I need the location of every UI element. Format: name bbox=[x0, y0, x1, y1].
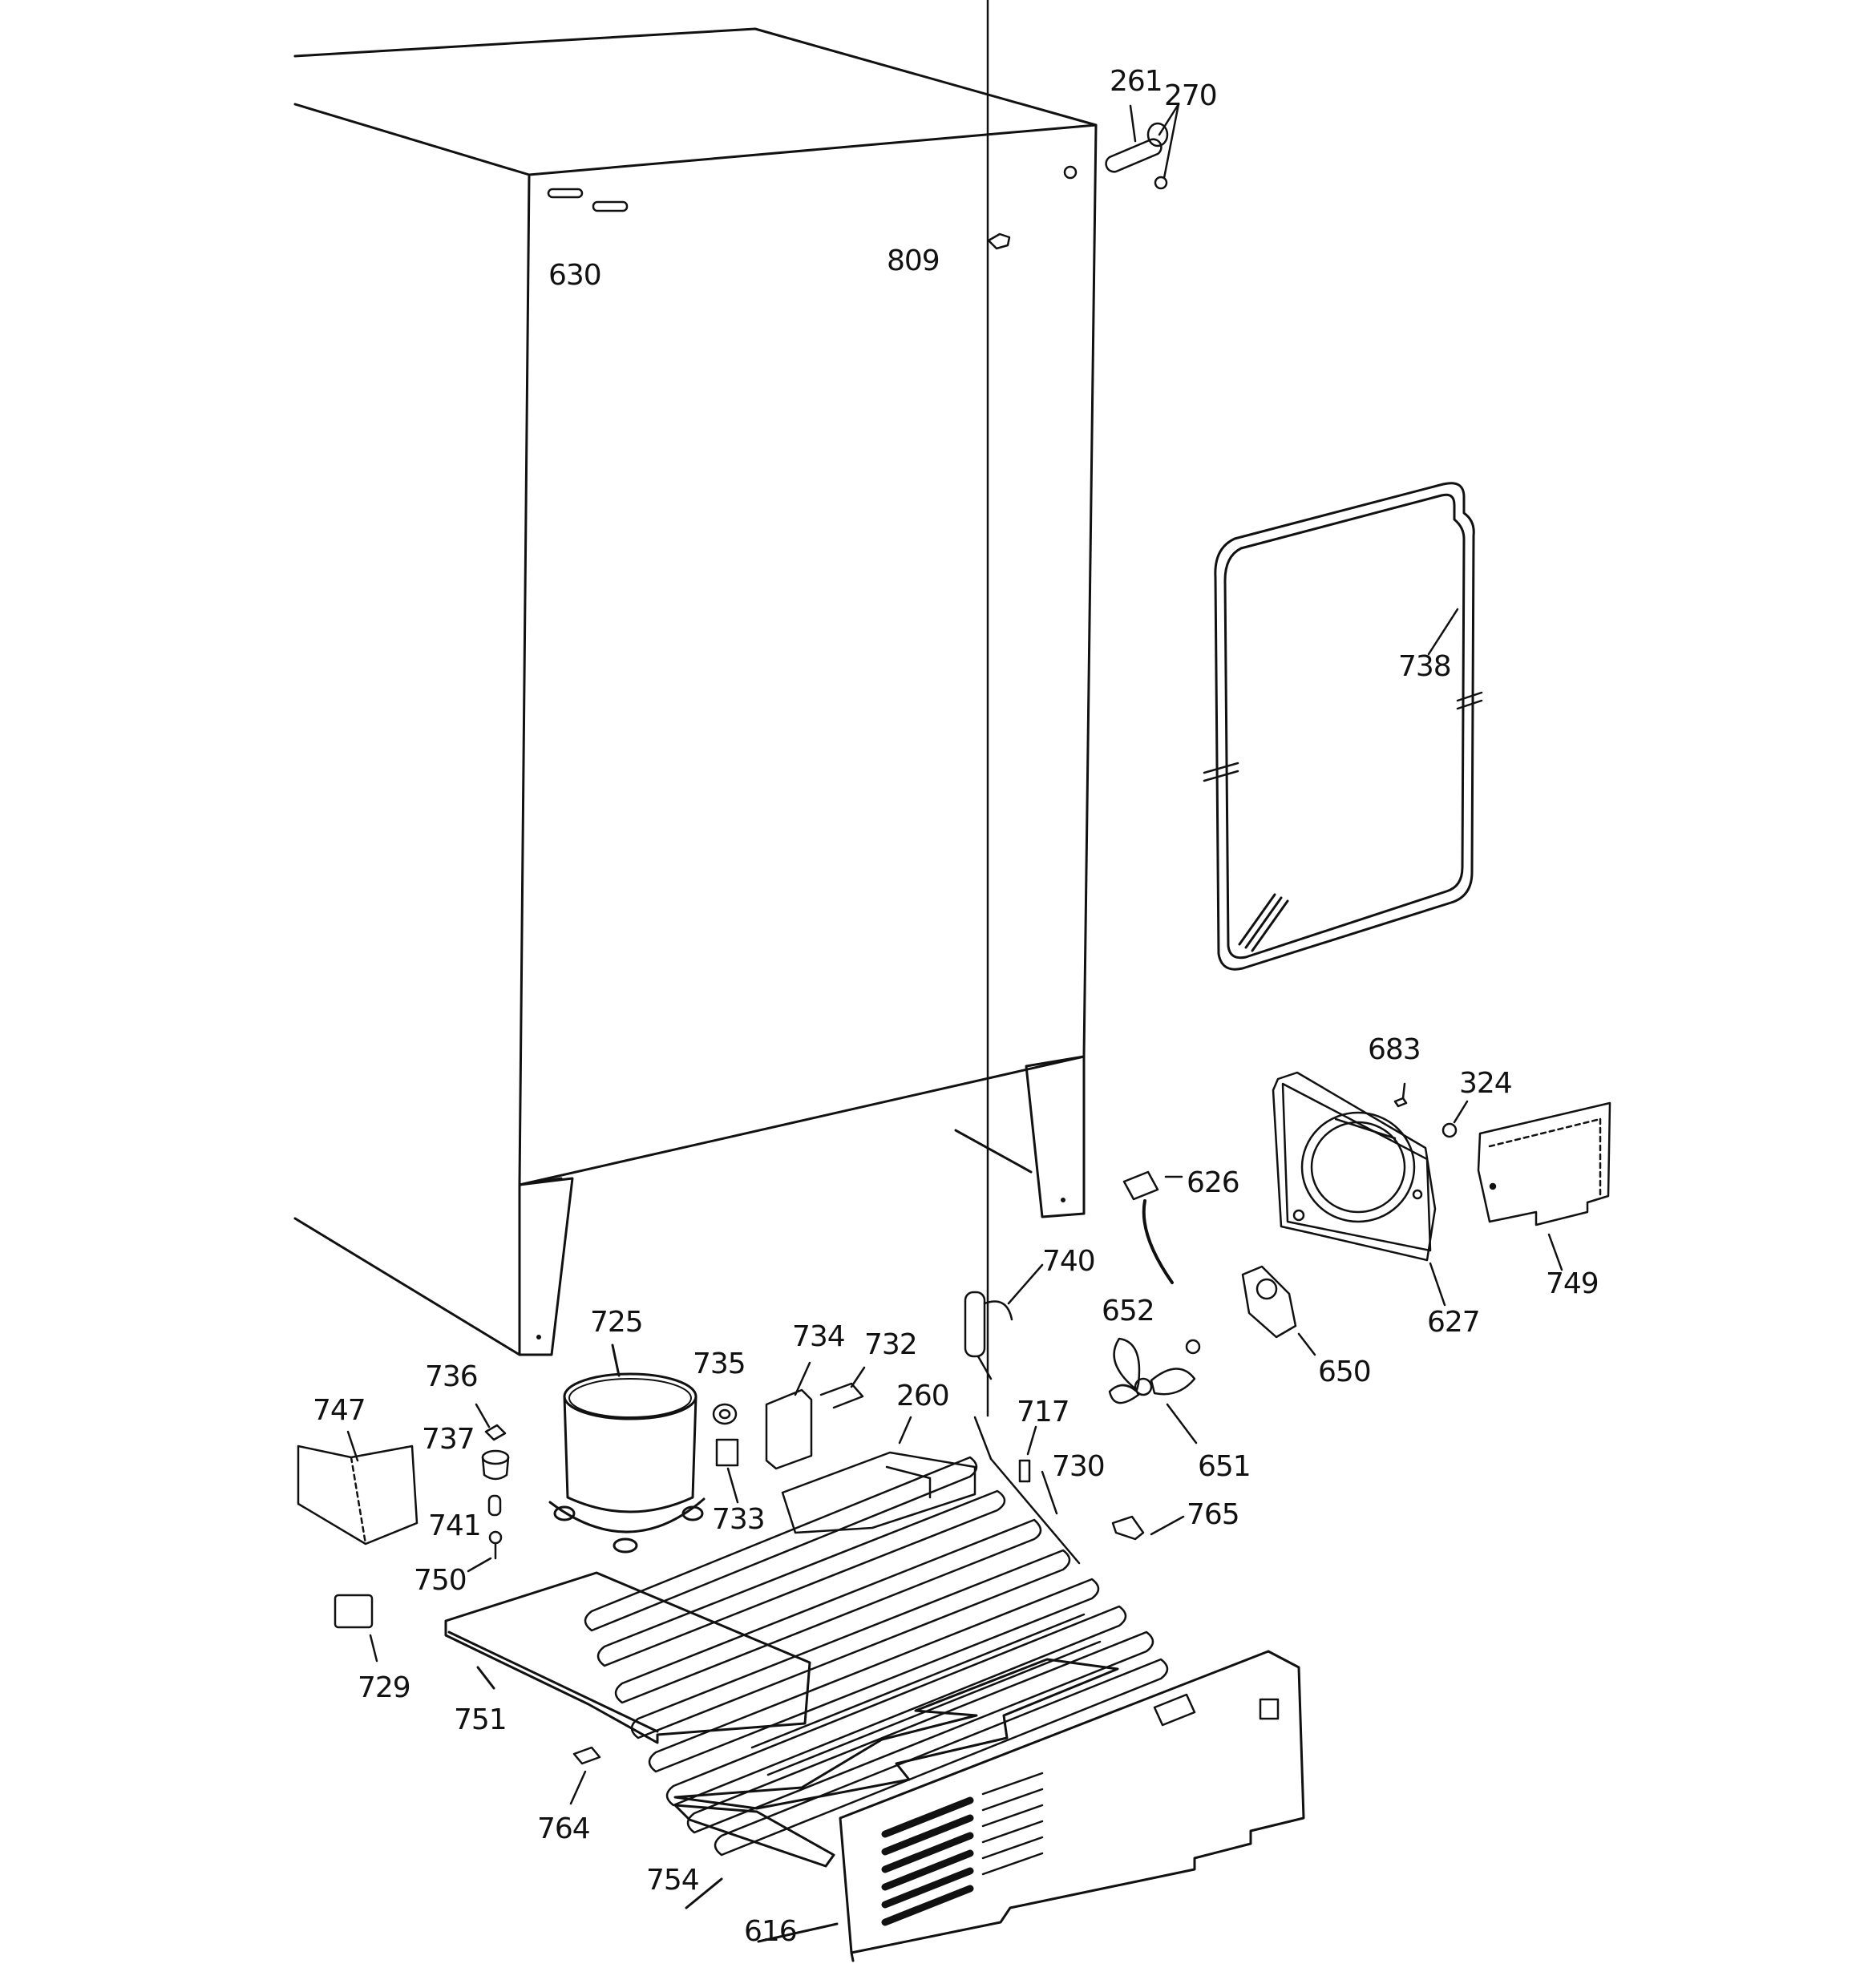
grommet-737 bbox=[483, 1451, 508, 1479]
label-630: 630 bbox=[548, 259, 602, 292]
label-725: 725 bbox=[590, 1306, 644, 1339]
heater-loop bbox=[1204, 483, 1482, 969]
label-270: 270 bbox=[1164, 79, 1218, 112]
label-650: 650 bbox=[1318, 1356, 1372, 1388]
bracket-765 bbox=[1113, 1517, 1143, 1539]
fan-motor-650 bbox=[1243, 1267, 1315, 1355]
capacitor-740 bbox=[965, 1265, 1042, 1379]
label-729: 729 bbox=[358, 1671, 411, 1704]
bolt-750 bbox=[468, 1532, 501, 1571]
base-pan-751 bbox=[446, 1573, 810, 1743]
compressor-725 bbox=[550, 1345, 704, 1552]
label-764: 764 bbox=[537, 1812, 591, 1845]
fan-bracket bbox=[1273, 1073, 1445, 1305]
label-809: 809 bbox=[887, 244, 940, 277]
cover-749 bbox=[1478, 1103, 1610, 1270]
label-616: 616 bbox=[744, 1915, 798, 1948]
label-651: 651 bbox=[1198, 1450, 1251, 1483]
label-749: 749 bbox=[1546, 1267, 1599, 1300]
clip-732 bbox=[821, 1384, 863, 1408]
hinge-parts bbox=[1106, 104, 1179, 188]
label-626: 626 bbox=[1187, 1166, 1240, 1199]
power-cord-626 bbox=[1124, 1172, 1182, 1283]
label-738: 738 bbox=[1398, 650, 1452, 683]
label-683: 683 bbox=[1368, 1033, 1421, 1066]
label-261: 261 bbox=[1110, 65, 1163, 98]
label-732: 732 bbox=[864, 1328, 918, 1361]
label-717: 717 bbox=[1017, 1396, 1070, 1428]
spacer-741 bbox=[489, 1496, 500, 1515]
label-754: 754 bbox=[646, 1864, 700, 1897]
insulation-754 bbox=[675, 1659, 1118, 1908]
label-734: 734 bbox=[792, 1320, 846, 1353]
box-729 bbox=[335, 1595, 377, 1661]
label-737: 737 bbox=[422, 1423, 475, 1456]
fan-blade-651 bbox=[1110, 1339, 1196, 1443]
grommet-735 bbox=[714, 1404, 736, 1424]
label-747: 747 bbox=[313, 1394, 366, 1427]
label-751: 751 bbox=[454, 1703, 507, 1736]
label-324: 324 bbox=[1459, 1067, 1513, 1100]
label-260: 260 bbox=[896, 1380, 950, 1412]
label-740: 740 bbox=[1042, 1245, 1096, 1278]
cabinet-hole bbox=[1065, 167, 1076, 178]
slot-left bbox=[548, 189, 582, 197]
grille-616 bbox=[758, 1651, 1304, 1961]
drain-pan-260 bbox=[782, 1417, 975, 1533]
screw-324 bbox=[1443, 1101, 1467, 1137]
label-736: 736 bbox=[425, 1360, 479, 1393]
label-765: 765 bbox=[1187, 1498, 1240, 1531]
screw-683 bbox=[1395, 1084, 1406, 1106]
overload-734 bbox=[766, 1363, 811, 1469]
cabinet-body bbox=[295, 29, 1096, 1355]
relay-733 bbox=[717, 1440, 738, 1465]
label-627: 627 bbox=[1427, 1306, 1481, 1339]
clip-809 bbox=[989, 234, 1009, 248]
clip-736 bbox=[486, 1425, 505, 1440]
label-735: 735 bbox=[693, 1348, 746, 1380]
label-750: 750 bbox=[414, 1564, 467, 1597]
clip-764 bbox=[574, 1748, 600, 1764]
clip-717 bbox=[1020, 1461, 1029, 1481]
condenser-coil-730 bbox=[585, 0, 1167, 1855]
label-730: 730 bbox=[1052, 1450, 1106, 1483]
slot-right bbox=[593, 202, 627, 211]
label-741: 741 bbox=[428, 1509, 482, 1542]
nut-652 bbox=[1187, 1340, 1199, 1353]
label-733: 733 bbox=[712, 1503, 766, 1536]
cover-747 bbox=[298, 1432, 417, 1544]
label-652: 652 bbox=[1102, 1295, 1155, 1327]
